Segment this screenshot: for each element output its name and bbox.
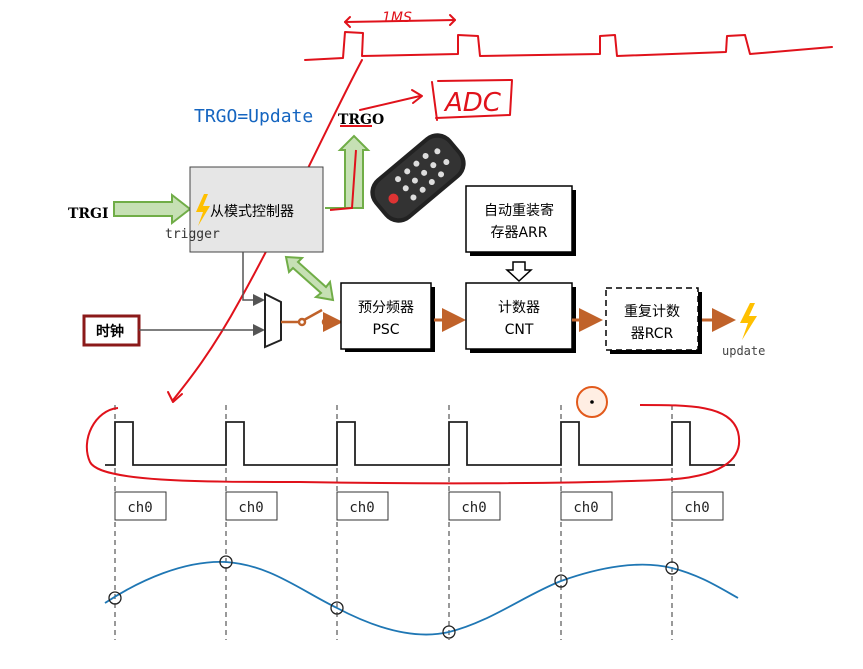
auto-reload-label-line1: 自动重装寄 [484, 202, 554, 219]
analog-signal-waveform [104, 561, 739, 636]
multiplexer-icon [264, 292, 282, 349]
controller-psc-link-arrow [284, 255, 335, 302]
channel-label: ch0 [127, 500, 152, 516]
channel-label: ch0 [349, 500, 374, 516]
lightning-icon [196, 194, 210, 226]
red-enclosure-annotation [85, 404, 741, 485]
slave-mode-controller-box [189, 166, 324, 253]
one-ms-annotation: 1MS [382, 10, 412, 26]
arr-to-cnt-arrow [505, 261, 533, 283]
adc-annotation: ADC [443, 88, 502, 118]
trgo-update-label: TRGO=Update [194, 106, 313, 127]
update-pulse-train [105, 421, 735, 466]
channel-label: ch0 [238, 500, 263, 516]
dashed-guides [114, 405, 673, 640]
repetition-label-line2: 器RCR [631, 326, 674, 342]
slave-mode-controller-label: 从模式控制器 [210, 204, 294, 220]
repetition-label-line1: 重复计数 [624, 303, 680, 320]
prescaler-box [340, 282, 432, 350]
counter-label-line2: CNT [505, 322, 534, 338]
clock-box [82, 314, 141, 347]
prescaler-label-line2: PSC [372, 322, 399, 338]
trigger-label: trigger [165, 227, 220, 242]
sample-points [108, 555, 679, 639]
remote-control-icon [370, 133, 466, 223]
handwritten-pulse-train [167, 14, 833, 403]
switch-icon [281, 308, 343, 332]
channel-label: ch0 [461, 500, 486, 516]
lightning-icon [740, 303, 757, 340]
cursor-ring-icon [576, 386, 608, 418]
auto-reload-box [465, 185, 573, 253]
trgo-output-arrow [325, 134, 371, 211]
counter-label-line1: 计数器 [498, 300, 540, 316]
trgo-label: TRGO [338, 112, 384, 128]
repetition-counter-box [605, 287, 699, 351]
update-label: update [722, 344, 765, 358]
channel-boxes [114, 491, 724, 521]
prescaler-label-line1: 预分频器 [358, 300, 414, 316]
channel-label: ch0 [684, 500, 709, 516]
trgi-label: TRGI [68, 206, 109, 222]
counter-box [465, 282, 573, 350]
clock-label: 时钟 [96, 323, 124, 340]
trgi-input-arrow [113, 192, 192, 226]
channel-label: ch0 [573, 500, 598, 516]
auto-reload-label-line2: 存器ARR [490, 225, 547, 241]
